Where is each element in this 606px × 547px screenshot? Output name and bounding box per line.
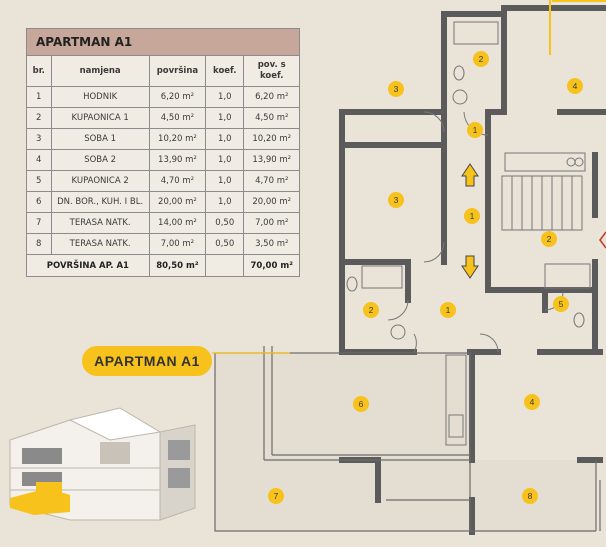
table-total-row: POVRŠINA AP. A1 80,50 m² 70,00 m² bbox=[26, 254, 300, 277]
table-title: APARTMAN A1 bbox=[26, 28, 300, 56]
table-row: 1 HODNIK 6,20 m² 1,0 6,20 m² bbox=[26, 86, 300, 108]
svg-text:1: 1 bbox=[446, 305, 451, 315]
svg-text:2: 2 bbox=[479, 54, 484, 64]
apartment-label-badge: APARTMAN A1 bbox=[82, 346, 212, 376]
table-row: 8 TERASA NATK. 7,00 m² 0,50 3,50 m² bbox=[26, 233, 300, 255]
marker-room-4a: 4 bbox=[567, 78, 583, 94]
marker-room-4b: 4 bbox=[524, 394, 540, 410]
total-label: POVRŠINA AP. A1 bbox=[26, 254, 150, 277]
stairs bbox=[501, 175, 583, 231]
marker-room-7: 7 bbox=[268, 488, 284, 504]
total-area-coefficient: 70,00 m² bbox=[243, 254, 300, 277]
table-row: 7 TERASA NATK. 14,00 m² 0,50 7,00 m² bbox=[26, 212, 300, 234]
svg-text:7: 7 bbox=[274, 491, 279, 501]
marker-room-1b: 1 bbox=[464, 208, 480, 224]
building-3d-thumbnail bbox=[9, 407, 196, 521]
marker-room-6: 6 bbox=[353, 396, 369, 412]
svg-text:4: 4 bbox=[530, 397, 535, 407]
total-coefficient-empty bbox=[205, 254, 245, 277]
marker-room-3a: 3 bbox=[388, 81, 404, 97]
svg-text:5: 5 bbox=[559, 299, 564, 309]
marker-room-1c: 1 bbox=[440, 302, 456, 318]
svg-text:3: 3 bbox=[394, 195, 399, 205]
svg-text:6: 6 bbox=[359, 399, 364, 409]
marker-room-2c: 2 bbox=[363, 302, 379, 318]
marker-room-1a: 1 bbox=[467, 122, 483, 138]
column-header-coefficient: koef. bbox=[205, 55, 245, 87]
svg-text:3: 3 bbox=[394, 84, 399, 94]
marker-room-2b: 2 bbox=[541, 231, 557, 247]
marker-room-8: 8 bbox=[522, 488, 538, 504]
svg-text:1: 1 bbox=[470, 211, 475, 221]
svg-text:2: 2 bbox=[547, 234, 552, 244]
marker-room-3b: 3 bbox=[388, 192, 404, 208]
svg-text:4: 4 bbox=[573, 81, 578, 91]
sanitary-fixtures bbox=[346, 21, 591, 340]
svg-text:1: 1 bbox=[473, 125, 478, 135]
table-row: 4 SOBA 2 13,90 m² 1,0 13,90 m² bbox=[26, 149, 300, 171]
room-area-table: APARTMAN A1 br. namjena površina koef. p… bbox=[26, 28, 300, 277]
diamond-marker-icon bbox=[599, 231, 606, 249]
marker-room-5: 5 bbox=[553, 296, 569, 312]
table-row: 3 SOBA 1 10,20 m² 1,0 10,20 m² bbox=[26, 128, 300, 150]
terrace-outlines bbox=[214, 346, 601, 532]
row-coefficient: 0,50 bbox=[205, 212, 245, 234]
column-header-area-coefficient: pov. s koef. bbox=[243, 55, 300, 87]
kitchen-counter bbox=[445, 152, 586, 446]
table-row: 2 KUPAONICA 1 4,50 m² 1,0 4,50 m² bbox=[26, 107, 300, 129]
arrow-up-icon bbox=[461, 163, 479, 187]
arrow-down-icon bbox=[461, 255, 479, 279]
marker-room-2a: 2 bbox=[473, 51, 489, 67]
terrace-area-west bbox=[215, 353, 472, 531]
svg-text:2: 2 bbox=[369, 305, 374, 315]
svg-text:8: 8 bbox=[528, 491, 533, 501]
